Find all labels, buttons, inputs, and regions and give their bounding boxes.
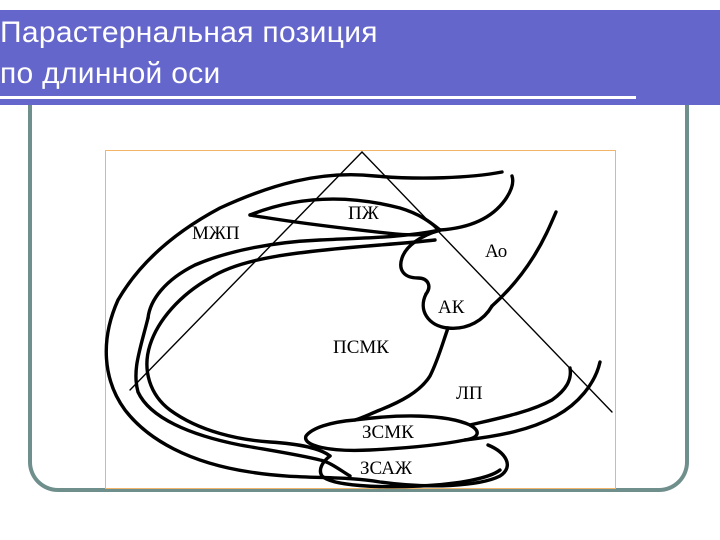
rv-chamber-bottom	[248, 213, 442, 237]
la-roof	[468, 366, 573, 427]
label-anterior-mitral: ПСМК	[333, 337, 389, 358]
aortic-root	[399, 228, 442, 296]
label-aortic-valve: АК	[438, 297, 465, 318]
aorta-anterior-wall	[438, 174, 515, 232]
label-left-atrium: ЛП	[456, 383, 483, 404]
sector-right-line	[361, 151, 613, 413]
lv-inner-wall	[134, 316, 352, 478]
sector-left-line	[129, 151, 363, 391]
label-posterior-wall: ЗСАЖ	[360, 458, 413, 479]
label-posterior-mitral: ЗСМК	[362, 422, 414, 443]
label-ivs: МЖП	[192, 223, 240, 244]
posterior-wall-contour	[318, 454, 502, 489]
la-posterior-wall	[463, 360, 602, 442]
slide-title: Парастернальная позиция по длинной оси	[0, 12, 640, 94]
anterior-mitral-leaflet	[353, 326, 450, 422]
posterior-mitral-leaflet	[304, 414, 479, 453]
aorta-posterior-wall	[490, 210, 558, 308]
label-aorta: Ао	[485, 241, 507, 262]
diagram-labels: ПЖ МЖП Ао АК ПСМК ЛП ЗСМК ЗСАЖ	[192, 203, 507, 479]
slide-title-line-1: Парастернальная позиция	[0, 16, 378, 49]
septum-upper	[146, 228, 442, 320]
rv-chamber-top	[248, 197, 442, 232]
title-bar-background	[20, 10, 720, 105]
label-rv: ПЖ	[348, 203, 380, 224]
title-underline	[0, 96, 636, 99]
septum-lower	[145, 238, 437, 458]
slide-title-line-2: по длинной оси	[0, 57, 221, 90]
